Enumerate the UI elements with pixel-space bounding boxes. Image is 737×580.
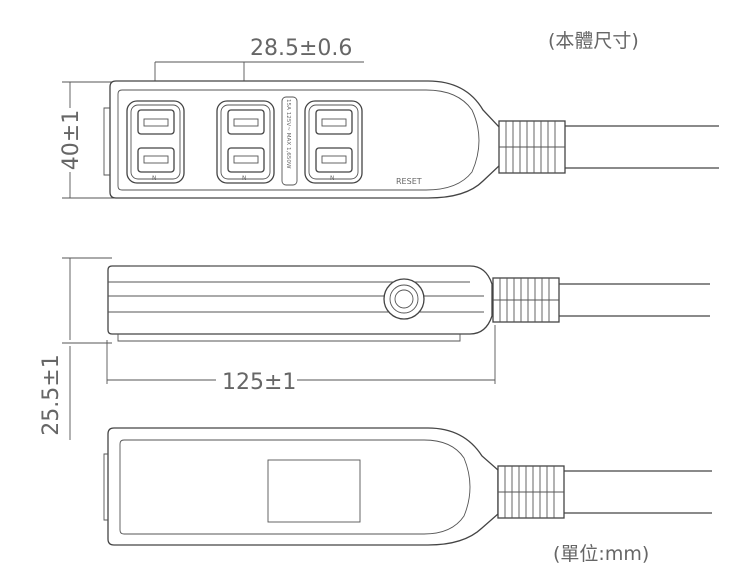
height-dimension: 25.5±1 [39, 257, 112, 440]
spacing-dimension-label: 28.5±0.6 [250, 36, 352, 61]
spacing-dimension: 28.5±0.6 [154, 36, 364, 118]
socket-group-3: N [304, 100, 363, 184]
reset-button[interactable] [383, 278, 425, 320]
socket-neutral-mark-2: N [242, 175, 247, 182]
rating-label: 15A 125V~ MAX 1,650W [285, 99, 291, 169]
length-dimension: 125±1 [106, 325, 496, 395]
width-dimension: 40±1 [59, 81, 116, 199]
socket-neutral-mark-1: N [152, 175, 157, 182]
side-body-outline [107, 265, 493, 335]
bottom-body-outline [107, 427, 499, 546]
length-dimension-label: 125±1 [222, 370, 296, 395]
header-note: (本體尺寸) [548, 30, 639, 52]
side-view: 25.5±1 125±1 [39, 257, 710, 440]
bottom-label-area [267, 459, 361, 523]
top-cord-relief [498, 120, 566, 174]
socket-group-2: N [216, 100, 275, 184]
bottom-view [103, 427, 712, 546]
side-cord-relief [492, 277, 560, 323]
reset-label: RESET [396, 177, 422, 186]
width-dimension-label: 40±1 [59, 110, 84, 170]
top-view: 28.5±0.6 40±1 N [59, 36, 719, 199]
bottom-cord-relief [497, 465, 565, 519]
socket-neutral-mark-3: N [330, 175, 335, 182]
socket-group-1: N [126, 100, 185, 184]
height-dimension-label: 25.5±1 [39, 354, 64, 435]
footer-note: (單位:mm) [553, 543, 649, 565]
